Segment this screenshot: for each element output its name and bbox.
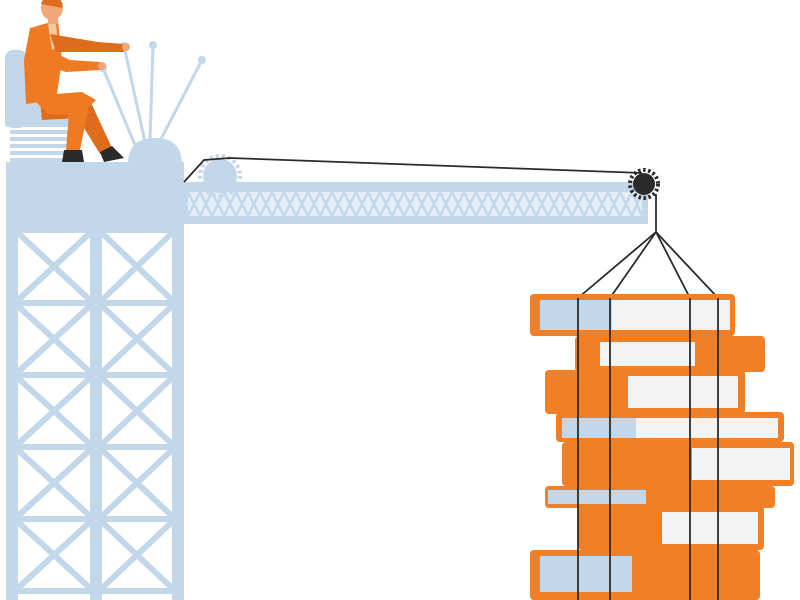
crane-tower [6, 225, 184, 600]
book [545, 370, 745, 414]
book-stack [530, 294, 794, 600]
crane-jib [182, 182, 648, 224]
pulley-gear [628, 168, 660, 200]
sling-ropes [577, 231, 719, 299]
control-levers [99, 41, 206, 147]
book [575, 336, 765, 372]
book [556, 412, 784, 442]
book [530, 550, 760, 600]
book [530, 294, 735, 336]
operator [24, 0, 130, 162]
book [545, 486, 775, 508]
winch-gear [198, 154, 242, 198]
hoist-cable [183, 157, 657, 232]
book [578, 506, 764, 550]
book [562, 442, 794, 486]
